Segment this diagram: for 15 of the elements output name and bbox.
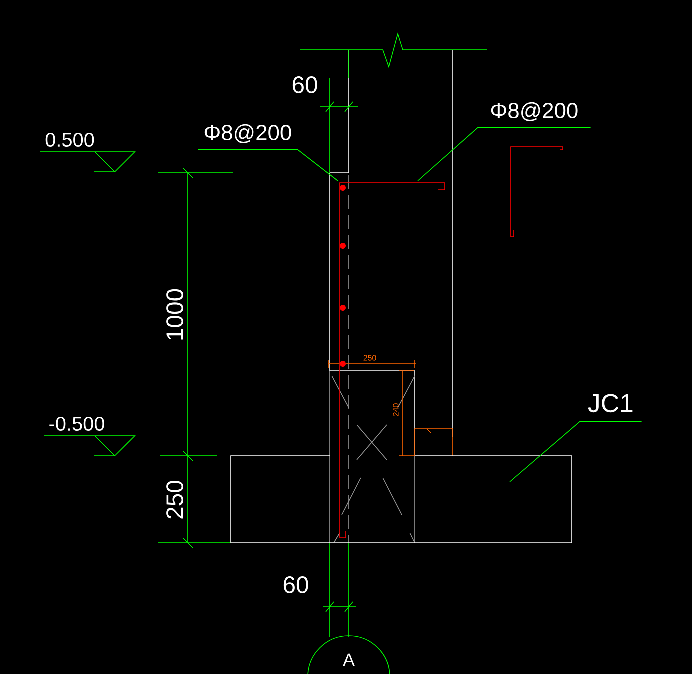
dimension-text: 1000: [166, 289, 184, 340]
axis-bubble: A: [308, 636, 390, 674]
leader-line: [198, 149, 338, 182]
rebar: [340, 182, 446, 538]
elevation-text: 0.500: [46, 132, 94, 148]
leader-text: JC1: [588, 394, 633, 413]
leader-line: [418, 127, 592, 182]
footing-outline: [230, 456, 572, 544]
dimension-text: 60: [284, 576, 308, 594]
dimension-text: 250: [166, 481, 184, 519]
leader-text: Φ8@200: [491, 102, 578, 122]
dimension-text: 60: [292, 76, 318, 94]
leader-line: [510, 421, 642, 482]
elevation-text: -0.500: [50, 416, 104, 432]
leader-text: Φ8@200: [204, 124, 292, 144]
